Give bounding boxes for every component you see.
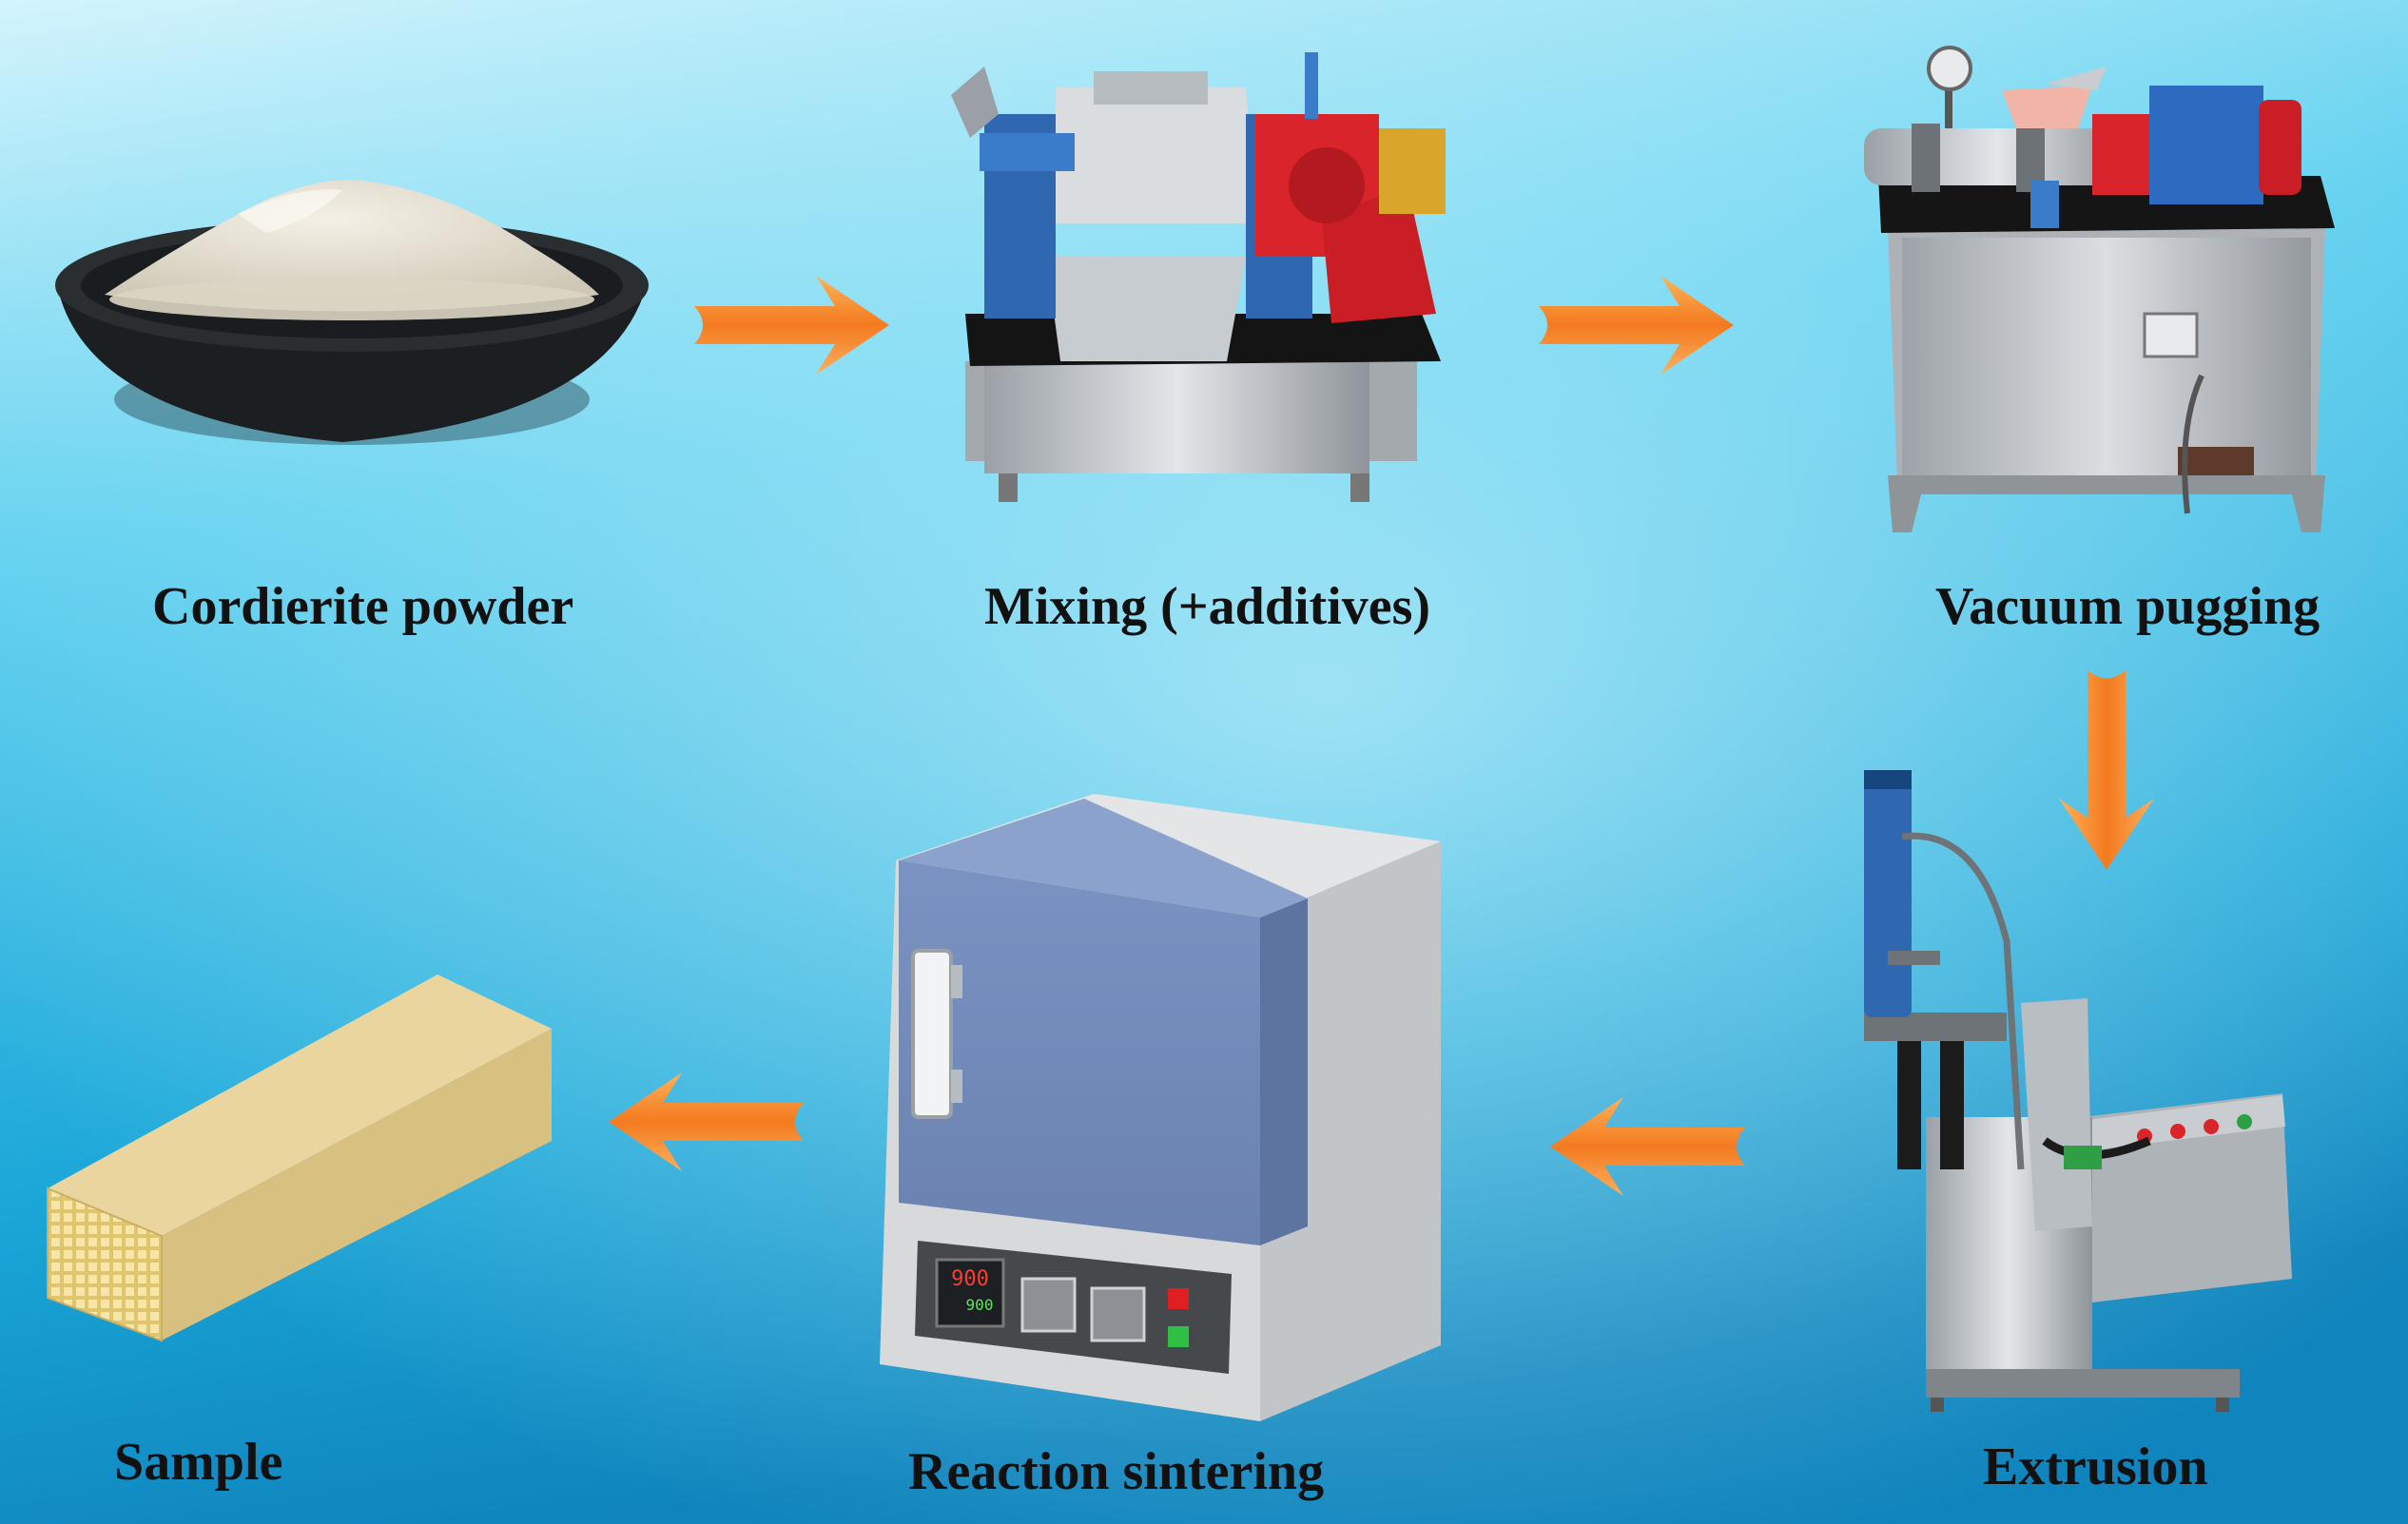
stop-button: [1168, 1288, 1189, 1309]
temperature-controller: [935, 1258, 1005, 1328]
flow-arrow-3: [2059, 670, 2154, 870]
step-label-powder: Cordierite powder: [152, 577, 574, 636]
pug-mill-icon: [1864, 46, 2335, 532]
step-label-pugging: Vacuum pugging: [1935, 577, 2321, 636]
powder-bowl-icon: [55, 180, 649, 445]
start-button: [1168, 1326, 1189, 1347]
flow-arrow-5: [609, 1072, 804, 1171]
furnace-icon: 900 900: [880, 794, 1441, 1421]
step-label-sample: Sample: [114, 1433, 283, 1492]
step-label-extrusion: Extrusion: [1983, 1437, 2208, 1496]
mixer-machine-icon: [951, 52, 1446, 502]
extrusion-press-icon: [1864, 770, 2292, 1412]
honeycomb-block-icon: [47, 974, 552, 1342]
flow-arrow-2: [1539, 276, 1734, 375]
step-label-mixing: Mixing (+additives): [984, 577, 1431, 636]
controller-actual: 900: [966, 1296, 994, 1314]
controller-setpoint: 900: [951, 1267, 989, 1291]
step-label-sintering: Reaction sintering: [908, 1442, 1325, 1501]
panel-button-right: [1090, 1286, 1146, 1342]
flow-arrow-4: [1550, 1097, 1745, 1196]
panel-button-left: [1020, 1277, 1077, 1333]
flow-arrow-1: [694, 276, 889, 375]
